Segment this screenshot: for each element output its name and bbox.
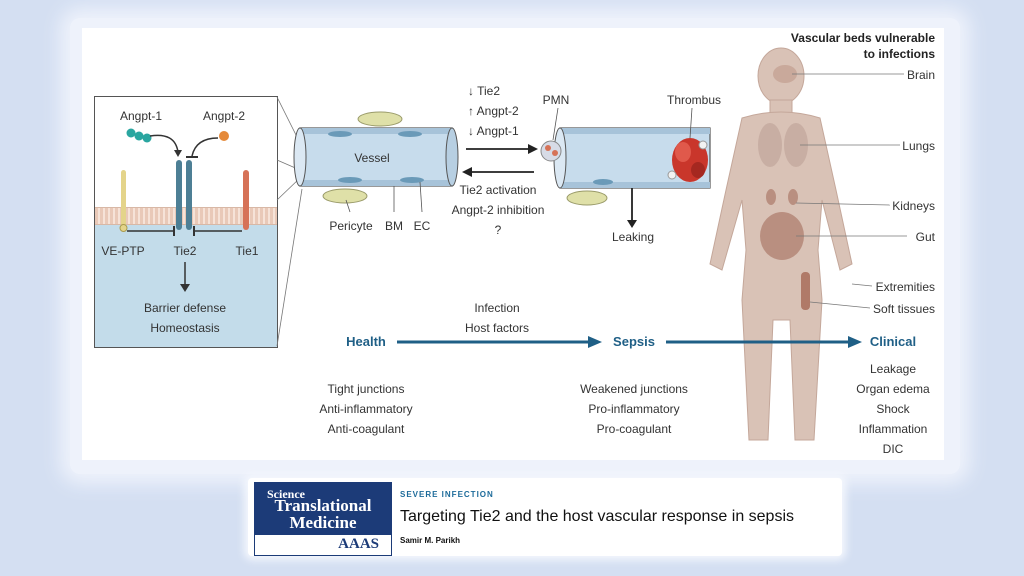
angpt1-arrow	[149, 134, 179, 153]
angpt1-molecule	[126, 128, 152, 143]
logo-science: Science	[267, 487, 305, 501]
angpt2-label: Angpt-2	[202, 109, 246, 123]
health-feature: Anti-inflammatory	[319, 402, 413, 416]
angpt2-inhibit-line	[191, 137, 219, 157]
article-author: Samir M. Parikh	[400, 536, 461, 545]
ec-label: EC	[413, 219, 431, 233]
organ-label-gut: Gut	[915, 230, 935, 244]
clinical-feature: Shock	[876, 402, 910, 416]
organ-label-extremities: Extremities	[875, 280, 935, 294]
thrombus	[667, 138, 708, 182]
homeostasis-label: Homeostasis	[150, 321, 220, 335]
logo-translational-medicine: Translational Medicine	[255, 497, 391, 531]
brain-organ	[773, 65, 797, 83]
angpt1-down-label: ↓ Angpt-1	[468, 124, 519, 138]
angpt2-inhibition-label: Angpt-2 inhibition	[451, 203, 545, 217]
thrombus-label: Thrombus	[666, 93, 722, 107]
article-kicker: SEVERE INFECTION	[400, 490, 494, 499]
angpt1-label: Angpt-1	[119, 109, 163, 123]
pmn-label: PMN	[542, 93, 570, 107]
question-mark-label: ?	[494, 223, 502, 237]
soft-tissue-highlight	[801, 272, 810, 310]
article-title: Targeting Tie2 and the host vascular res…	[400, 508, 795, 525]
clinical-feature: Leakage	[869, 362, 917, 376]
organ-label-brain: Brain	[906, 68, 935, 82]
clinical-feature: DIC	[882, 442, 904, 456]
sepsis-feature: Pro-coagulant	[596, 422, 672, 436]
tie2-receptor	[176, 160, 192, 230]
logo-aaas: AAAS	[338, 536, 379, 552]
clinical-feature: Organ edema	[856, 382, 930, 396]
tie2-down-label: ↓ Tie2	[468, 84, 501, 98]
logo-publisher-bar	[255, 535, 391, 555]
veptp-receptor	[119, 170, 128, 232]
logo-translational: Translational	[274, 496, 372, 515]
stage-sepsis: Sepsis	[613, 334, 655, 349]
pericyte-label: Pericyte	[329, 219, 373, 233]
vascular-beds-heading-line2: to infections	[863, 47, 935, 61]
veptp-label: VE-PTP	[101, 244, 145, 258]
angpt2-up-label: ↑ Angpt-2	[468, 104, 519, 118]
pmn-cell	[540, 140, 562, 162]
citation-card: Science Translational Medicine AAAS SEVE…	[248, 478, 842, 556]
clinical-feature: Inflammation	[858, 422, 928, 436]
gut-organ	[760, 212, 804, 260]
vascular-beds-heading-line1: Vascular beds vulnerable	[790, 31, 935, 45]
organ-label-lungs: Lungs	[902, 139, 935, 153]
organ-label-kidneys: Kidneys	[892, 199, 935, 213]
barrier-defense-label: Barrier defense	[143, 301, 227, 315]
health-feature: Tight junctions	[327, 382, 405, 396]
host-factors-label: Host factors	[464, 321, 530, 335]
organ-label-soft-tissues: Soft tissues	[872, 302, 935, 316]
healthy-vessel	[293, 111, 459, 204]
lungs-organ	[758, 123, 808, 167]
kidneys-organ	[766, 189, 798, 205]
organ-leader-lines	[792, 73, 907, 309]
vessel-label: Vessel	[354, 151, 390, 165]
logo-medicine: Medicine	[289, 513, 357, 532]
tie1-receptor	[243, 170, 249, 230]
sepsis-feature: Weakened junctions	[580, 382, 688, 396]
leaking-label: Leaking	[611, 230, 655, 244]
health-feature: Anti-coagulant	[327, 422, 405, 436]
infection-label: Infection	[474, 301, 520, 315]
angpt2-molecule	[219, 131, 229, 141]
tie2-label: Tie2	[173, 244, 197, 258]
tie1-label: Tie1	[235, 244, 259, 258]
sepsis-feature: Pro-inflammatory	[588, 402, 680, 416]
tie2-activation-label: Tie2 activation	[459, 183, 537, 197]
journal-logo: Science Translational Medicine AAAS	[254, 482, 392, 556]
bm-label: BM	[385, 219, 403, 233]
stage-clinical: Clinical	[869, 334, 917, 349]
stage-health: Health	[346, 334, 386, 349]
